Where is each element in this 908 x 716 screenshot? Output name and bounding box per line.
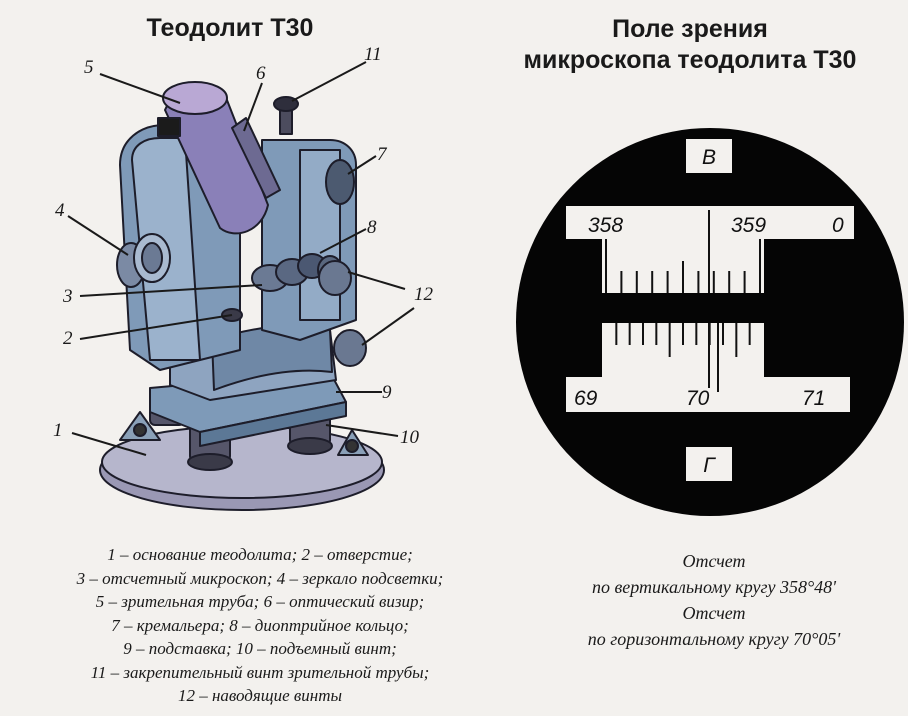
vertical-label-box bbox=[686, 139, 732, 173]
legend-line: 7 – кремальера; 8 – диоптрийное кольцо; bbox=[111, 615, 409, 635]
lower-scale-label-71: 71 bbox=[802, 387, 825, 410]
callout-7: 7 bbox=[377, 144, 388, 165]
legend-line: 12 – наводящие винты bbox=[177, 686, 343, 705]
lower-scale-label-70: 70 bbox=[686, 387, 710, 410]
callout-numbers: 1 2 3 4 5 6 7 8 9 10 11 12 bbox=[53, 44, 434, 448]
callout-11: 11 bbox=[364, 44, 382, 65]
legend-line: 1 – основание теодолита; 2 – отверстие; bbox=[107, 545, 413, 564]
callout-5: 5 bbox=[84, 57, 94, 78]
callout-9: 9 bbox=[382, 382, 392, 403]
horizontal-reading-title: Отсчет bbox=[682, 603, 746, 623]
callout-12: 12 bbox=[414, 284, 434, 305]
callout-2: 2 bbox=[63, 328, 73, 349]
upper-scale-ticks bbox=[620, 261, 746, 293]
lower-scale-ticks bbox=[615, 323, 751, 357]
theodolite-illustration bbox=[99, 81, 385, 511]
legend-line: 9 – подставка; 10 – подъемный винт; bbox=[123, 639, 397, 658]
lower-scale-label-69: 69 bbox=[574, 387, 598, 410]
callout-10: 10 bbox=[400, 427, 420, 448]
upper-scale-label-0: 0 bbox=[832, 214, 844, 237]
legend-line: 5 – зрительная труба; 6 – оптический виз… bbox=[95, 592, 425, 611]
callout-4: 4 bbox=[55, 200, 65, 221]
horizontal-reading-value: по горизонтальному кругу 70°05' bbox=[587, 629, 841, 649]
left-title: Теодолит Т30 bbox=[146, 14, 314, 42]
horizontal-label-box bbox=[686, 447, 732, 481]
optical-sight bbox=[231, 117, 281, 199]
upper-scale-label-359: 359 bbox=[731, 214, 766, 237]
legend-line: 3 – отсчетный микроскоп; 4 – зеркало под… bbox=[76, 568, 444, 588]
focusing-knob bbox=[325, 159, 355, 205]
right-title-line-1: Поле зрения bbox=[612, 15, 768, 43]
callout-6: 6 bbox=[256, 63, 266, 84]
microscope-field: В Г 358 359 0 69 70 71 bbox=[516, 128, 904, 516]
vertical-label: В bbox=[702, 146, 716, 169]
callout-1: 1 bbox=[53, 420, 63, 441]
right-title: Поле зрения микроскопа теодолита Т30 bbox=[490, 14, 890, 76]
vertical-reading-value: по вертикальному кругу 358°48' bbox=[591, 577, 837, 597]
readings: Отсчет по вертикальному кругу 358°48' От… bbox=[520, 548, 908, 652]
upper-scale-label-358: 358 bbox=[588, 214, 623, 237]
tangent-screw bbox=[333, 329, 367, 367]
horizontal-label: Г bbox=[703, 454, 716, 477]
right-title-line-2: микроскопа теодолита Т30 bbox=[523, 46, 857, 74]
callout-8: 8 bbox=[367, 217, 377, 238]
illumination-mirror bbox=[116, 233, 171, 288]
callout-lines bbox=[67, 61, 415, 456]
legend-line: 11 – закрепительный винт зрительной труб… bbox=[90, 662, 430, 682]
callout-3: 3 bbox=[62, 286, 73, 307]
vertical-reading-title: Отсчет bbox=[682, 551, 746, 571]
tangent-screw bbox=[318, 260, 352, 296]
legend: 1 – основание теодолита; 2 – отверстие; … bbox=[0, 543, 520, 708]
